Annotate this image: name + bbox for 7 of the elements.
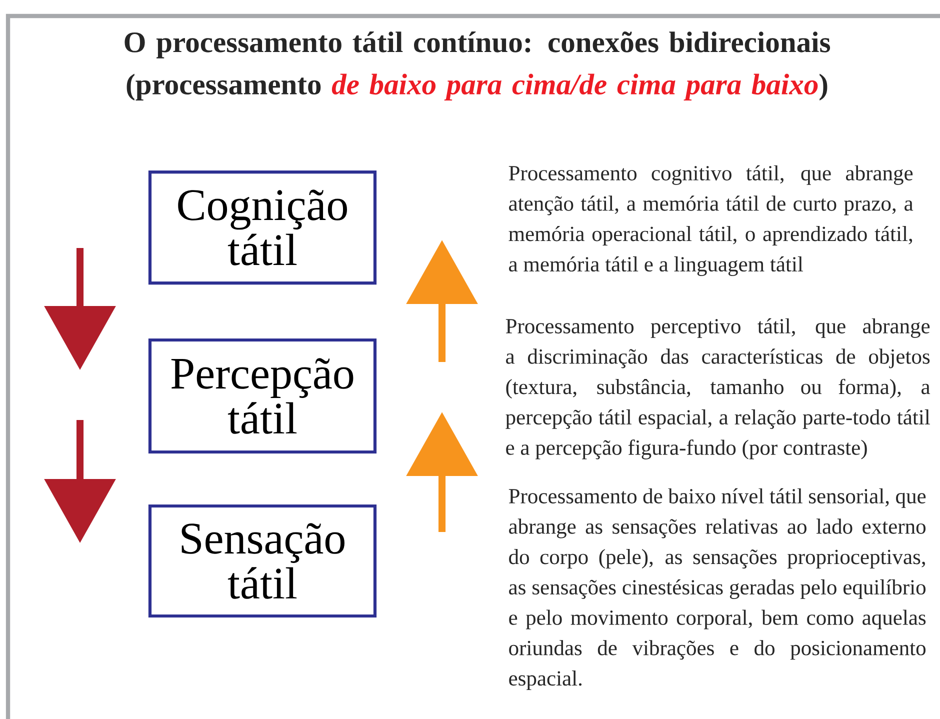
description-text: Processamento cognitivo tátil, que abrange atenção tátil, a memória tátil de curto prazo, a memória operacional tátil, o aprendizado tátil, a memória tátil e a linguagem tátil — [508, 165, 914, 276]
concept-box: Sensação tátil — [148, 504, 377, 618]
concept-box: Percepção tátil — [148, 338, 377, 454]
description-text: Processamento perceptivo tátil, que abrange a discriminação das características de objetos (textura, substância, tamanho ou forma), a percepção tátil espacial, a relação parte-todo tátil e a percepção figura-fundo (por contraste) — [506, 318, 930, 460]
description-text: Processamento de baixo nível tátil sensorial, que abrange as sensações relativas ao lado externo do corpo (pele), as sensações proprioceptivas, as sensações cinestésicas geradas pelo equilíbrio e pelo movimento corporal, bem como aquelas oriundas de vibrações e do posicionamento espacial. — [508, 488, 926, 690]
concept-box: Cognição tátil — [148, 170, 377, 285]
title: O processamento tátil contínuo: conexões bidirecionais (processamento de baixo para cima/de cima para baixo) — [124, 31, 830, 101]
